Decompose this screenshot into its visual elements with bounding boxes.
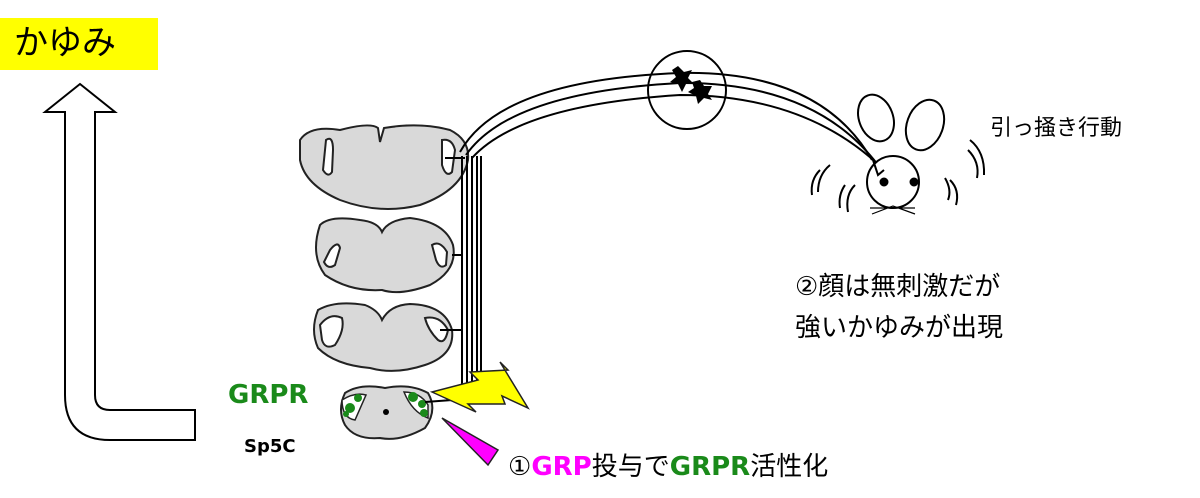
title-box [0,18,158,70]
lightning-icon [429,361,530,413]
grpr-label: GRPR [228,380,309,410]
sp5c-label: Sp5C [244,436,296,457]
brainstem-section-1 [299,124,470,210]
brainstem-section-3 [313,302,454,372]
brainstem-section-2 [315,216,455,294]
up-arrow [42,82,196,441]
step-prefix: ① [508,452,532,482]
result-line-2: 強いかゆみが出現 [795,313,1004,343]
step-grp: GRP [531,452,592,482]
nerve-fiber-bundle [424,71,885,403]
injection-pointer [441,417,500,467]
mouse-icon [810,93,986,215]
result-line-1: ②顔は無刺激だが [795,272,1001,302]
step-label: ①GRP投与でGRPR活性化 [508,446,828,483]
sp5c-section [340,385,434,440]
step-grpr: GRPR [669,452,751,482]
grpr-marks [343,392,428,417]
step-suffix: 活性化 [750,452,829,482]
step-mid: 投与で [591,452,670,482]
magnified-circle [647,50,727,130]
scratching-label: 引っ掻き行動 [990,116,1123,141]
title-label: かゆみ [14,23,116,63]
synapse-stars [670,66,712,104]
